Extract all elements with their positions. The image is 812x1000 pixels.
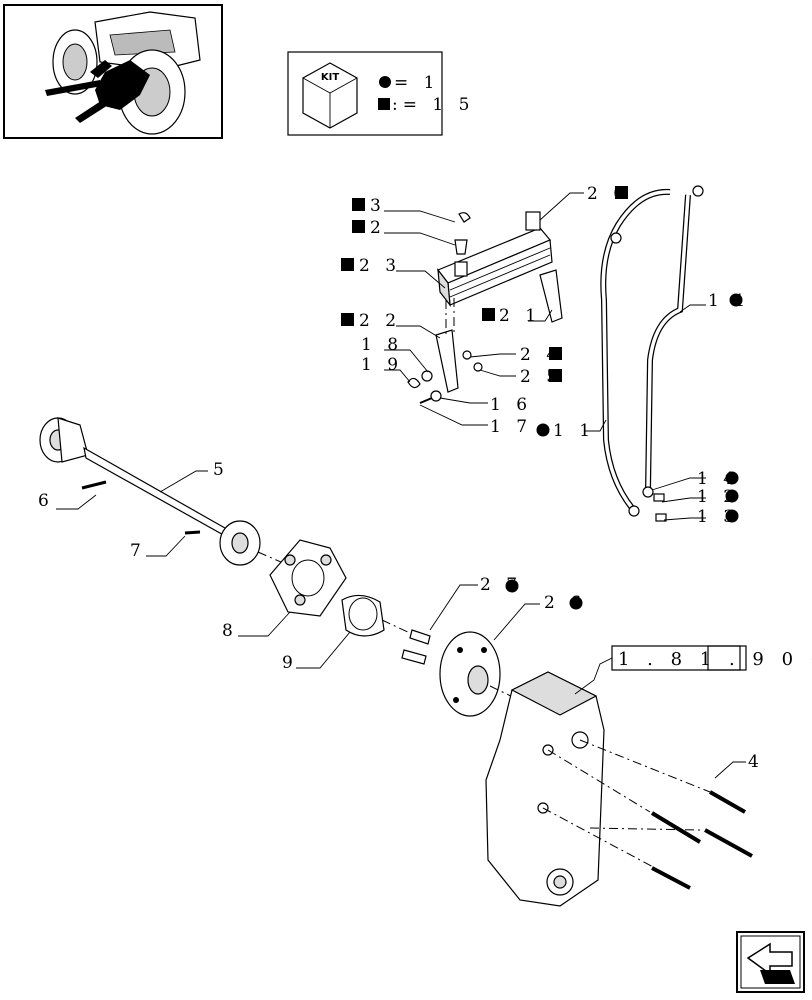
legend-square-icon (378, 98, 390, 110)
callout-marker-square (615, 186, 628, 199)
callout-marker-circle (729, 293, 743, 307)
callout-label: 1 8 (361, 335, 403, 355)
legend-square-text: := 1 5 (392, 95, 474, 115)
callout-label: 2 6 (544, 593, 586, 613)
callout-label: 1 2 (697, 487, 739, 507)
callout-label: 2 2 (359, 311, 401, 331)
oil-cooler-assembly (407, 211, 563, 404)
callout-label: 8 (222, 621, 238, 641)
callout-marker-square (549, 347, 562, 360)
callout-marker-circle (536, 423, 550, 437)
callout-marker-square (549, 369, 562, 382)
callout-label: 7 (130, 541, 146, 561)
callout-marker-square (352, 198, 365, 211)
callout-label: 1 9 (361, 355, 403, 375)
callout-label: 6 (38, 491, 54, 511)
kit-label: KIT (321, 72, 339, 83)
callout-label: 3 (370, 196, 386, 216)
callout-marker-square (352, 220, 365, 233)
callout-marker-circle (569, 596, 583, 610)
callout-labels: 3 2 2 3 2 2 1 8 1 9 1 6 1 7 2 0 2 1 2 4 … (38, 184, 764, 772)
callout-label: 2 5 (520, 367, 562, 387)
callout-marker-square (482, 308, 495, 321)
legend-circle-icon (379, 76, 391, 88)
reference-code-text: 1 . 8 1 . 9 0 0 A 2 (618, 649, 812, 670)
legend-circle-text: = 1 (394, 73, 439, 93)
callout-label: 1 1 (708, 291, 750, 311)
callout-marker-circle (725, 509, 739, 523)
callout-marker-square (341, 258, 354, 271)
callout-label: 2 0 (587, 184, 629, 204)
callout-label: 2 3 (359, 256, 401, 276)
callout-marker-circle (725, 471, 739, 485)
callout-label: 9 (282, 653, 298, 673)
callout-label: 1 3 (697, 507, 739, 527)
callout-label: 1 1 (553, 421, 595, 441)
callout-label: 2 1 (499, 306, 541, 326)
hydraulic-pipes (600, 185, 704, 522)
kit-legend: KIT = 1 := 1 5 (287, 51, 474, 136)
callout-label: 1 4 (697, 469, 739, 489)
callout-label: 1 6 (490, 395, 532, 415)
tractor-thumbnail-icon (3, 4, 223, 139)
callout-label: 2 (370, 218, 386, 238)
callout-label: 5 (213, 460, 229, 480)
callout-marker-circle (505, 579, 519, 593)
callout-marker-circle (725, 489, 739, 503)
reference-code[interactable]: 1 . 8 1 . 9 0 0 A 2 (574, 645, 812, 695)
callout-label: 4 (748, 752, 764, 772)
callout-marker-square (341, 313, 354, 326)
leader-lines (56, 192, 746, 779)
drive-shaft-assembly (39, 417, 431, 665)
kit-box-icon: KIT (302, 62, 358, 129)
next-page-arrow-icon[interactable] (736, 931, 805, 993)
callout-label: 2 4 (520, 345, 562, 365)
callout-label: 1 7 (490, 417, 532, 437)
pto-gearbox-assembly (439, 631, 753, 907)
